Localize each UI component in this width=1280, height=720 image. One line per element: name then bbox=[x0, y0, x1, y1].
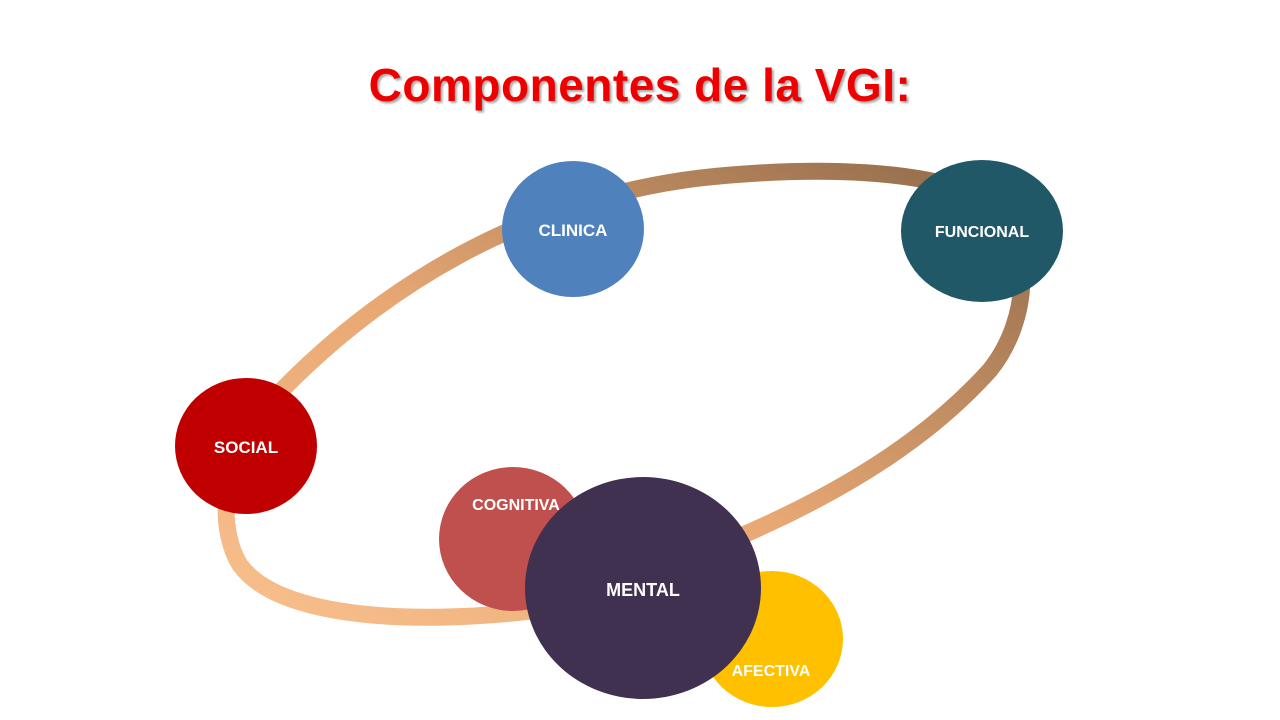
node-mental-circle bbox=[525, 477, 761, 699]
slide-title: Componentes de la VGI: bbox=[368, 59, 912, 111]
node-funcional: FUNCIONAL bbox=[901, 160, 1063, 302]
node-mental-label: MENTAL bbox=[606, 580, 680, 600]
node-mental: MENTAL bbox=[525, 477, 761, 699]
node-clinica-label: CLINICA bbox=[539, 221, 608, 240]
node-clinica: CLINICA bbox=[502, 161, 644, 297]
node-funcional-circle bbox=[901, 160, 1063, 302]
node-social-label: SOCIAL bbox=[214, 438, 278, 457]
node-afectiva-label: AFECTIVA bbox=[732, 663, 811, 680]
node-cognitiva-label: COGNITIVA bbox=[472, 497, 560, 514]
node-social: SOCIAL bbox=[175, 378, 317, 514]
node-clinica-circle bbox=[502, 161, 644, 297]
node-funcional-label: FUNCIONAL bbox=[935, 224, 1029, 241]
node-social-circle bbox=[175, 378, 317, 514]
